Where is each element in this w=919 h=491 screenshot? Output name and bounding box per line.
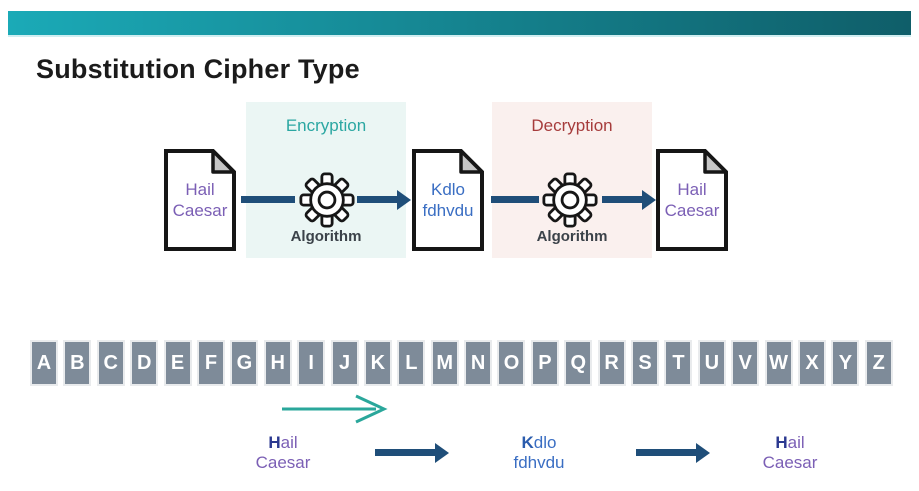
alphabet-letter-h: H: [263, 340, 292, 386]
gear-icon: [299, 172, 355, 228]
alphabet-letter-s: S: [631, 340, 660, 386]
connector-line: [491, 196, 539, 203]
arrow-right-head: [696, 443, 710, 463]
example-plaintext: Hail Caesar: [228, 433, 338, 473]
alphabet-letter-k: K: [363, 340, 392, 386]
example-decrypted-line1: Hail: [735, 433, 845, 453]
decryption-algorithm-label: Algorithm: [536, 228, 608, 245]
alphabet-letter-z: Z: [864, 340, 893, 386]
alphabet-letter-q: Q: [564, 340, 593, 386]
alphabet-letter-d: D: [130, 340, 159, 386]
arrow-right-icon: [357, 196, 397, 203]
arrow-right-head: [397, 190, 411, 210]
alphabet-letter-t: T: [664, 340, 693, 386]
alphabet-letter-c: C: [96, 340, 125, 386]
document-icon: [412, 149, 484, 251]
alphabet-letter-a: A: [30, 340, 58, 386]
arrow-right-head: [642, 190, 656, 210]
decrypted-line2: Caesar: [664, 201, 720, 220]
decrypted-document: Hail Caesar: [655, 148, 729, 252]
ciphertext-document: Kdlo fdhvdu: [411, 148, 485, 252]
alphabet-letter-x: X: [797, 340, 826, 386]
document-icon: [164, 149, 236, 251]
alphabet-letter-y: Y: [831, 340, 860, 386]
alphabet-letter-n: N: [464, 340, 493, 386]
decrypted-document-label: Hail Caesar: [655, 148, 729, 252]
example-decrypted: Hail Caesar: [735, 433, 845, 473]
example-ciphertext-line1: Kdlo: [484, 433, 594, 453]
ciphertext-line2: fdhvdu: [422, 201, 474, 220]
example-plaintext-line2: Caesar: [255, 453, 311, 472]
arrow-right-icon: [602, 196, 642, 203]
alphabet-letter-p: P: [530, 340, 559, 386]
ciphertext-document-label: Kdlo fdhvdu: [411, 148, 485, 252]
page-title: Substitution Cipher Type: [36, 54, 360, 84]
decryption-label: Decryption: [531, 116, 613, 135]
encryption-algorithm-label: Algorithm: [290, 228, 362, 245]
decrypted-line1: Hail: [677, 180, 707, 199]
example-ciphertext-line2: fdhvdu: [513, 453, 565, 472]
arrow-right-head: [435, 443, 449, 463]
alphabet-letter-b: B: [63, 340, 92, 386]
alphabet-letter-l: L: [397, 340, 426, 386]
shift-arrow-icon: [282, 394, 388, 424]
example-plaintext-line1: Hail: [228, 433, 338, 453]
highlight-letter: H: [268, 433, 281, 452]
highlight-letter: K: [521, 433, 534, 452]
alphabet-letter-w: W: [764, 340, 793, 386]
plaintext-document: Hail Caesar: [163, 148, 237, 252]
rest-letters: ail: [787, 433, 805, 452]
alphabet-letter-r: R: [597, 340, 626, 386]
arrow-right-icon: [375, 449, 435, 456]
alphabet-letter-o: O: [497, 340, 526, 386]
alphabet-letter-e: E: [163, 340, 192, 386]
example-decrypted-line2: Caesar: [762, 453, 818, 472]
alphabet-letter-j: J: [330, 340, 359, 386]
rest-letters: ail: [280, 433, 298, 452]
plaintext-line2: Caesar: [172, 201, 228, 220]
alphabet-letter-g: G: [230, 340, 259, 386]
top-accent-bar: [8, 11, 911, 37]
example-ciphertext: Kdlo fdhvdu: [484, 433, 594, 473]
alphabet-letter-u: U: [697, 340, 726, 386]
ciphertext-line1: Kdlo: [430, 180, 466, 199]
arrow-right-icon: [636, 449, 696, 456]
alphabet-letter-v: V: [731, 340, 760, 386]
connector-line: [241, 196, 295, 203]
plaintext-document-label: Hail Caesar: [163, 148, 237, 252]
alphabet-letter-i: I: [297, 340, 326, 386]
alphabet-letter-m: M: [430, 340, 459, 386]
gear-icon: [542, 172, 598, 228]
plaintext-line1: Hail: [185, 180, 215, 199]
highlight-letter: H: [775, 433, 788, 452]
encryption-label: Encryption: [285, 116, 367, 135]
alphabet-letter-f: F: [196, 340, 225, 386]
document-icon: [656, 149, 728, 251]
rest-letters: dlo: [533, 433, 557, 452]
